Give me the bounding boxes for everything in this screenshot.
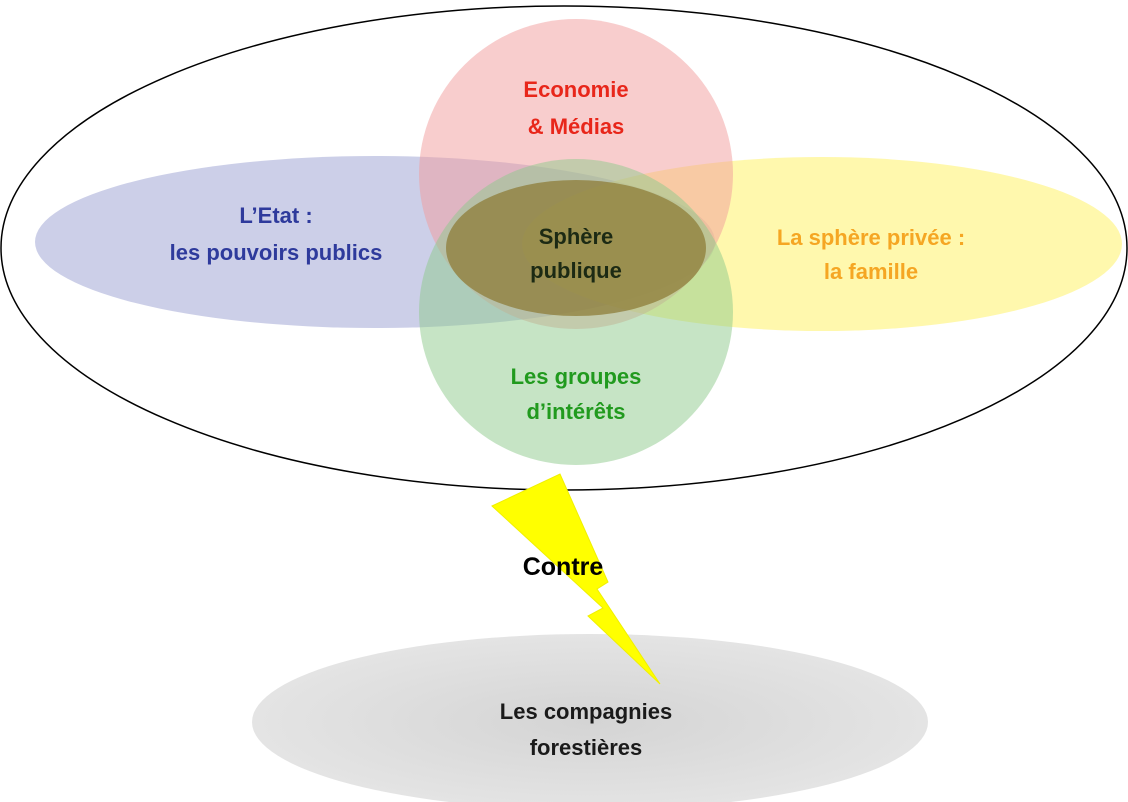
compagnies-ellipse <box>252 634 928 802</box>
economie-label-line1: Economie <box>523 77 628 102</box>
sphere-privee-label-line1: La sphère privée : <box>777 225 965 250</box>
sphere-privee-label-line2: la famille <box>824 259 918 284</box>
groupes-label-line2: d’intérêts <box>526 399 625 424</box>
sphere-publique-label-line2: publique <box>530 258 622 283</box>
etat-label-line1: L’Etat : <box>239 203 312 228</box>
lightning-bolt-icon <box>491 473 661 685</box>
compagnies-label-line2: forestières <box>530 735 643 760</box>
compagnies-label-line1: Les compagnies <box>500 699 672 724</box>
sphere-publique-label-line1: Sphère <box>539 224 614 249</box>
economie-label-line2: & Médias <box>528 114 625 139</box>
sphere-publique-ellipse <box>446 180 706 316</box>
groupes-label-line1: Les groupes <box>511 364 642 389</box>
etat-label-line2: les pouvoirs publics <box>170 240 383 265</box>
contre-label: Contre <box>523 553 604 581</box>
